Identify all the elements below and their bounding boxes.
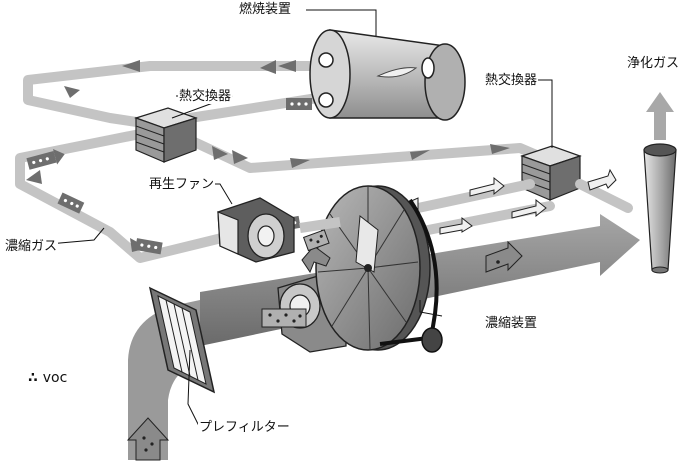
combustion-device [309, 29, 466, 121]
flow-arrow [278, 60, 296, 72]
clean-gas-up-arrow [646, 92, 674, 140]
flow-arrow [26, 170, 42, 184]
heat-exchanger-left [134, 107, 198, 163]
flow-arrow [260, 60, 276, 74]
voc-arrow [26, 149, 65, 170]
regen-inlet-duct [299, 217, 341, 274]
voc-legend-text: voc [42, 370, 68, 386]
flow-arrow [64, 86, 80, 98]
concentrator-rotor [315, 185, 431, 351]
label-regeneration-fan: 再生ファン [148, 177, 216, 192]
flow-arrow [511, 198, 547, 219]
voc-dotted-arrows-upper [26, 98, 312, 255]
regeneration-fan [217, 197, 295, 263]
voc-arrow [134, 238, 163, 255]
upper-duct-flow-arrows [26, 60, 510, 252]
right-duct [413, 179, 633, 237]
voc-legend: ∴ voc [28, 370, 67, 386]
label-prefilter: プレフィルター [198, 420, 291, 435]
label-heat-exchanger-right: 熱交換器 [484, 73, 539, 88]
flow-arrow [439, 216, 473, 235]
exhaust-stack [643, 92, 677, 274]
rotor-drive [379, 198, 443, 353]
flow-arrow [587, 168, 617, 191]
voc-arrow [302, 229, 330, 252]
voc-arrow [57, 192, 85, 214]
inlet-arrow [126, 417, 170, 461]
process-fan [261, 275, 347, 353]
flow-arrow [290, 158, 310, 168]
flow-arrow [122, 60, 140, 72]
flow-arrow [212, 146, 228, 160]
label-concentrated-gas: 濃縮ガス [4, 239, 59, 254]
voc-arrow [286, 98, 312, 110]
voc-arrow [261, 308, 307, 328]
label-clean-gas: 浄化ガス [626, 56, 681, 71]
flow-arrow [410, 150, 430, 160]
label-combustion-device: 燃焼装置 [238, 2, 293, 17]
label-concentrator: 濃縮装置 [484, 316, 539, 331]
label-heat-exchanger-left: 熱交換器 [178, 89, 233, 104]
flow-arrow [232, 150, 248, 164]
flow-arrow [490, 144, 510, 154]
flow-arrow [469, 176, 505, 197]
prefilter [148, 286, 216, 394]
heat-exchanger-right [520, 145, 582, 201]
main-flow-arrow [485, 240, 523, 273]
voc-legend-symbol: ∴ [28, 370, 38, 386]
